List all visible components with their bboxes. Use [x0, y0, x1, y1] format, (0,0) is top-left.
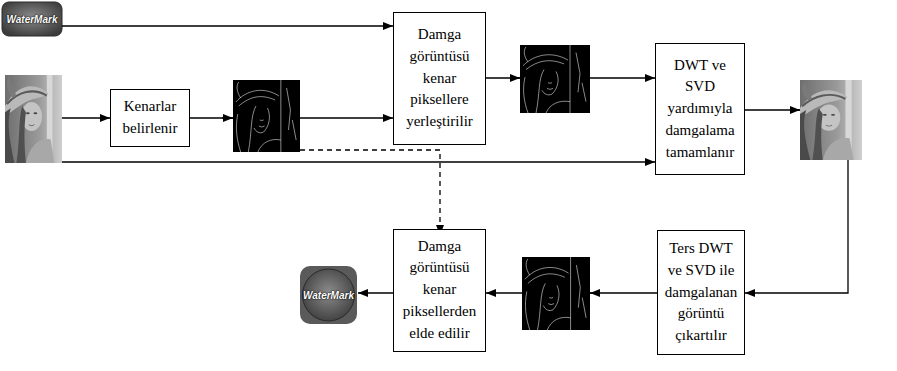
flow-arrow [510, 77, 520, 78]
watermarked-image [800, 80, 862, 160]
flow-arrow [62, 117, 110, 118]
box-text: Damga görüntüsü kenar piksellerden elde … [400, 236, 479, 345]
flow-arrow [590, 292, 600, 293]
host-image [5, 75, 62, 163]
watermark-logo [300, 266, 357, 324]
dashed-arrow [300, 150, 440, 235]
process-box: Damga görüntüsü kenar piksellere yerleşt… [393, 12, 486, 145]
logo-shape [303, 269, 355, 321]
logo-text: WaterMark [7, 14, 58, 25]
box-text: Ters DWT ve SVD ile damgalanan görüntü ç… [664, 238, 738, 347]
edge-image [233, 80, 300, 152]
box-text: Kenarlar belirlenir [117, 96, 183, 140]
logo-shape [2, 2, 62, 36]
process-box: Ters DWT ve SVD ile damgalanan görüntü ç… [657, 230, 745, 355]
logo-label-holder: WaterMark [2, 2, 62, 36]
flow-arrow [62, 25, 393, 26]
box-text: DWT ve SVD yardımıyla damgalama tamamlan… [662, 55, 738, 164]
edge-image [520, 45, 590, 113]
logo-text: WaterMark [303, 290, 354, 301]
flow-arrow [62, 161, 655, 162]
box-text: Damga görüntüsü kenar piksellere yerleşt… [400, 24, 479, 133]
process-box: Damga görüntüsü kenar piksellerden elde … [393, 229, 486, 352]
watermark-logo [2, 2, 62, 36]
flow-arrow [790, 109, 800, 110]
edge-image [522, 257, 590, 330]
process-box: Kenarlar belirlenir [110, 89, 190, 147]
logo-label-holder: WaterMark [300, 266, 357, 324]
process-box: DWT ve SVD yardımıyla damgalama tamamlan… [655, 43, 745, 175]
flow-arrow [358, 292, 393, 293]
flow-arrow [222, 117, 233, 118]
logo-shape [300, 266, 357, 324]
